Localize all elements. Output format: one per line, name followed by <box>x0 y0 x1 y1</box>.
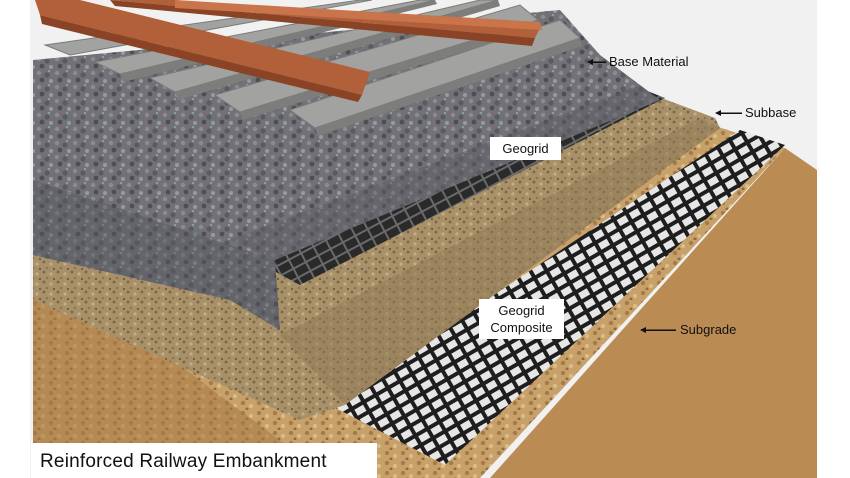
geogrid-label-text: Geogrid <box>502 141 549 156</box>
rail-right <box>100 0 540 38</box>
rail-right-web <box>110 0 535 46</box>
rails <box>35 0 540 102</box>
rail-left-web <box>40 15 362 102</box>
subgrade-side <box>490 148 817 478</box>
subgrade-arrow <box>640 327 676 333</box>
geogrid-composite-label: Geogrid Composite <box>479 299 564 339</box>
subbase-arrow <box>715 110 742 116</box>
rail-right-head <box>175 0 542 30</box>
figure-title: Reinforced Railway Embankment <box>40 451 327 472</box>
ballast-slope <box>230 85 660 260</box>
geogrid-composite-layer <box>330 130 785 465</box>
geogrid-composite-label-line2: Composite <box>490 320 553 335</box>
geogrid-composite-label-line1: Geogrid <box>498 303 545 318</box>
subbase-label: Subbase <box>745 105 797 120</box>
title-background <box>31 443 377 478</box>
subbase-slope <box>280 118 720 405</box>
ballast-front-slope <box>33 180 280 330</box>
base-material-arrow <box>587 59 606 65</box>
rail-left <box>35 0 370 95</box>
geogrid-label: Geogrid <box>490 137 561 160</box>
subgrade-label: Subgrade <box>680 322 737 337</box>
base-material-label: Base Material <box>609 54 689 69</box>
